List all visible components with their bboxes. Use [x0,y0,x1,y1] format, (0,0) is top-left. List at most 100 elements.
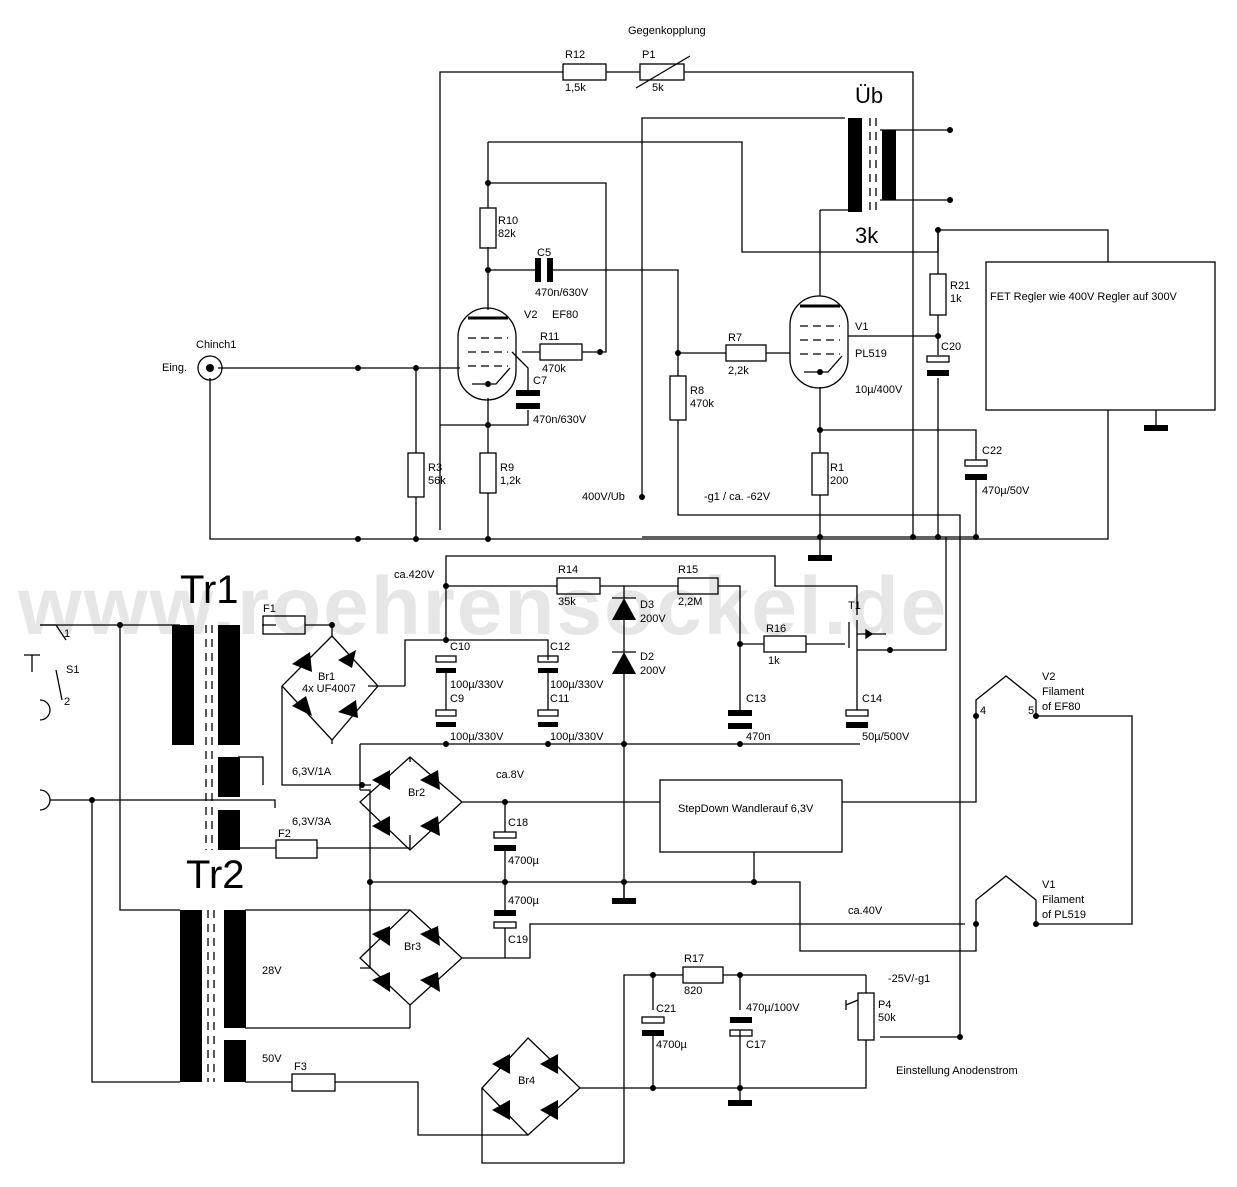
label-c20: C20 [941,341,961,353]
label-r14: R14 [558,564,578,576]
capacitor-c22-plate1 [964,459,988,467]
label-pin4: 4 [980,705,986,717]
label-6v3-3a: 6,3V/3A [292,816,332,828]
transistor-t1 [848,620,886,650]
fuse-f1 [262,615,306,635]
capacitor-c7-plate2 [516,403,540,409]
junction-dots [89,127,1039,1091]
output-transformer-secondary [882,130,896,200]
tr1-secondary-2 [218,757,240,797]
label-c20-value: 10µ/400V [855,384,903,396]
label-c19: C19 [508,934,528,946]
label-c18: C18 [508,817,528,829]
label-r7: R7 [728,332,742,344]
label-t1: T1 [848,600,861,612]
label-ub-3k: 3k [855,223,879,248]
diode-d3 [612,598,636,620]
label-v2-filament: V2 [1042,671,1055,683]
label-d3-value: 200V [640,613,666,625]
label-c7-value: 470n/630V [533,414,587,426]
switch-s1 [24,624,67,811]
tube-v1 [789,295,849,389]
capacitor-c7-plate1 [516,390,540,396]
resistor-r1 [811,452,829,496]
capacitor-c9-plate2 [436,722,456,727]
label-d2: D2 [640,651,654,663]
label-28v: 28V [262,965,282,977]
label-r9: R9 [500,462,514,474]
resistor-r17 [682,966,724,984]
label-r7-value: 2,2k [728,365,749,377]
resistor-r14 [556,577,601,595]
label-c17: C17 [746,1039,766,1051]
capacitor-c11-plate2 [538,722,558,727]
label-c22-value: 470µ/50V [982,485,1030,497]
output-transformer-primary [848,118,862,212]
label-ub400: 400V/Ub [582,491,625,503]
label-einstellung: Einstellung Anodenstrom [896,1065,1018,1077]
bridge-br2 [359,756,463,851]
resistor-r11 [539,343,583,361]
capacitor-c10-plate2 [436,668,456,673]
label-r15: R15 [678,564,698,576]
resistor-r7 [725,344,767,362]
label-c5: C5 [537,247,551,259]
tr2-secondary-2 [224,1040,246,1082]
label-f1: F1 [263,603,276,615]
stepdown-box [659,779,843,853]
tube-v2 [457,307,517,401]
capacitor-c21-plate2 [642,1030,664,1036]
label-ef80: EF80 [552,309,578,321]
label-r11-value: 470k [542,363,566,375]
label-r17: R17 [684,953,704,965]
amplifier-wiring [209,71,1157,1038]
label-c21-value: 4700µ [656,1039,687,1051]
label-c10: C10 [450,641,470,653]
label-v1: V1 [855,321,868,333]
label-r8-value: 470k [690,398,714,410]
label-c12: C12 [550,641,570,653]
label-d2-value: 200V [640,665,666,677]
label-c17-value: 470µ/100V [746,1002,800,1014]
label-r1-value: 200 [830,475,848,487]
fet-regulator-box [985,261,1216,411]
label-r9-value: 1,2k [500,475,521,487]
label-v1-filament: V1 [1042,879,1055,891]
filament-v2 [975,675,1037,716]
capacitor-c12-plate2 [538,668,558,673]
tr2-secondary-1 [224,910,246,1028]
label-r21: R21 [950,280,970,292]
label-r10: R10 [498,215,518,227]
label-r14-value: 35k [558,596,576,608]
label-r17-value: 820 [684,985,702,997]
diode-d2 [612,652,636,674]
label-p4: P4 [878,999,891,1011]
label-6v3-1a: 6,3V/1A [292,766,332,778]
resistor-r10 [479,207,497,249]
label-v1-filament-3: of PL519 [1042,909,1086,921]
label-pin5: 5 [1028,705,1034,717]
label-r15-value: 2,2M [678,596,702,608]
chinch-connector [197,355,223,381]
capacitor-c20-plate2 [927,370,949,376]
label-br2: Br2 [408,787,425,799]
label-ca40: ca.40V [848,905,883,917]
label-c10-value: 100µ/330V [450,679,504,691]
potentiometer-p1 [639,63,685,81]
bridge-br3 [359,909,463,1006]
resistor-r8 [669,375,687,421]
label-r11: R11 [540,331,559,343]
zener-diodes [612,597,636,674]
resistor-r9 [479,452,497,494]
transformers [172,118,896,1082]
capacitor-c22-plate2 [965,474,987,480]
fuse-f3 [291,1073,336,1092]
label-r8: R8 [690,385,704,397]
tr1-primary [172,625,194,745]
capacitor-c20-plate1 [926,355,950,363]
label-s1: S1 [66,664,79,676]
label-pin2: 2 [64,696,70,708]
label-fet: FET Regler wie 400V Regler auf 300V [990,291,1178,303]
watermark: www.roehrensockel.de [17,561,948,652]
label-c18-value: 4700µ [508,855,539,867]
